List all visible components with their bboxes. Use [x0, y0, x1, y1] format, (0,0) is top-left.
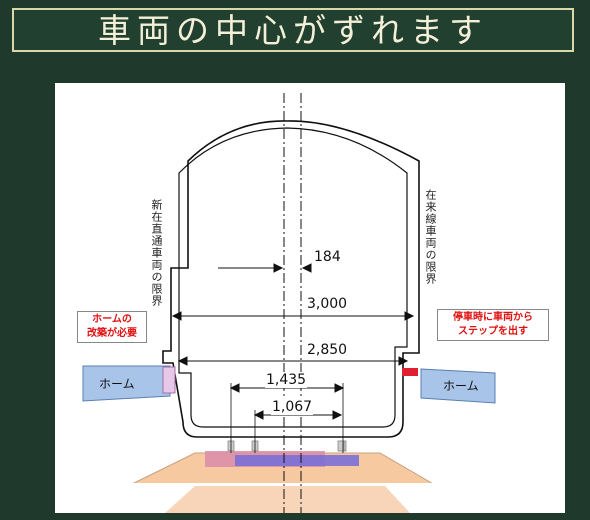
vehicle-gauge-outer — [162, 120, 420, 438]
left-platform[interactable] — [82, 365, 171, 402]
right-note: 停車時に車両から ステップを出す — [437, 309, 549, 341]
cross-section-diagram — [82, 93, 505, 513]
left-note: ホームの 改築が必要 — [77, 311, 147, 343]
step — [402, 368, 418, 376]
page-title: 車両の中心がずれます — [98, 10, 488, 50]
dim-width-inner: 2,850 — [306, 342, 349, 358]
dim-offset: 184 — [313, 249, 342, 265]
vehicle-gauge-inner — [178, 127, 408, 428]
dim-gauge-narrow: 1,067 — [271, 399, 314, 415]
sleeper-standard — [235, 455, 359, 466]
left-platform-extension — [162, 366, 176, 394]
right-platform-label: ホーム — [443, 379, 479, 393]
rails — [227, 440, 347, 452]
dim-gauge-standard: 1,435 — [265, 372, 308, 388]
dimension-lines — [171, 263, 415, 453]
right-gauge-label: 在来線車両の限界 — [424, 189, 437, 285]
left-gauge-label: 新在直通車両の限界 — [150, 199, 163, 307]
right-platform[interactable] — [420, 368, 496, 404]
dim-width-outer: 3,000 — [306, 296, 349, 312]
title-banner: 車両の中心がずれます — [12, 8, 574, 52]
left-platform-label: ホーム — [99, 377, 135, 391]
diagram-panel: 新在直通車両の限界 在来線車両の限界 ホームの 改築が必要 停車時に車両から ス… — [55, 83, 565, 513]
ballast-base — [165, 486, 410, 513]
